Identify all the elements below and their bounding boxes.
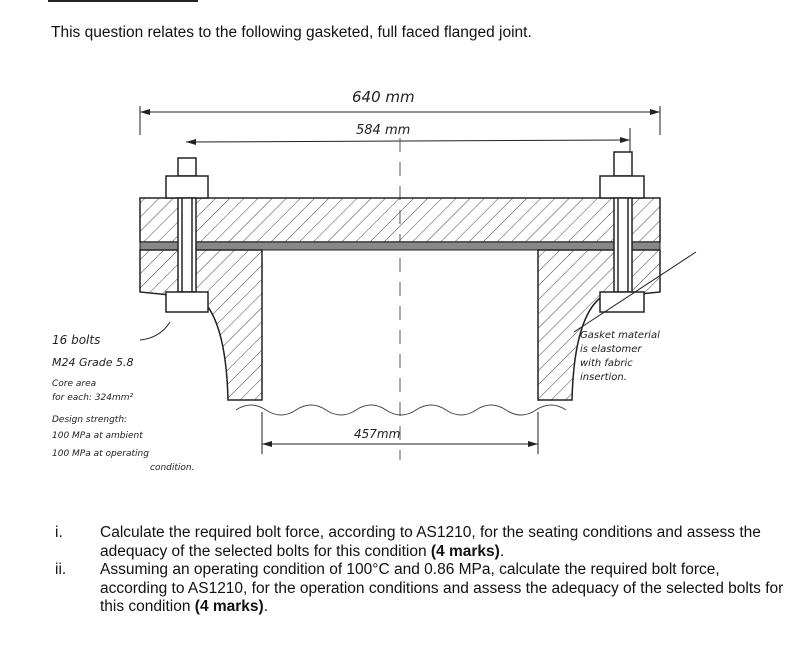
question-item: i. Calculate the required bolt force, ac… — [55, 524, 785, 561]
question-item: ii. Assuming an operating condition of 1… — [55, 561, 785, 617]
flange-left — [139, 249, 263, 401]
dim-bolt-circle-label: 584 mm — [356, 123, 410, 138]
svg-text:Gasket material: Gasket material — [580, 330, 660, 341]
gasket-leader — [573, 251, 697, 333]
gasket-notes: Gasket material is elastomer with fabric… — [580, 330, 660, 383]
svg-text:M24 Grade 5.8: M24 Grade 5.8 — [52, 356, 134, 369]
svg-text:16 bolts: 16 bolts — [52, 333, 100, 347]
dim-bore-label: 457mm — [354, 427, 400, 441]
svg-text:Design strength:: Design strength: — [52, 415, 127, 425]
dim-bolt-circle-line — [185, 128, 631, 152]
break-line — [235, 404, 567, 416]
question-text: Assuming an operating condition of 100°C… — [100, 561, 784, 615]
svg-text:100 MPa at operating: 100 MPa at operating — [52, 449, 149, 459]
flange-joint-sketch: 640 mm 584 mm — [52, 88, 697, 473]
cover-plate — [139, 197, 661, 243]
svg-text:is elastomer: is elastomer — [580, 344, 642, 355]
svg-text:Core area: Core area — [52, 379, 96, 389]
question-text: Calculate the required bolt force, accor… — [100, 524, 761, 560]
bolt-right — [599, 151, 645, 313]
question-number: ii. — [55, 561, 67, 578]
gasket — [139, 241, 661, 251]
bolt-leader — [139, 321, 171, 341]
svg-text:100 MPa at ambient: 100 MPa at ambient — [52, 431, 143, 441]
svg-text:with fabric: with fabric — [580, 358, 633, 369]
bolt-notes: 16 bolts M24 Grade 5.8 Core area for eac… — [52, 333, 194, 473]
svg-text:for each: 324mm²: for each: 324mm² — [52, 393, 134, 403]
dim-bore-line — [261, 412, 539, 454]
question-list: i. Calculate the required bolt force, ac… — [55, 524, 785, 617]
question-number: i. — [55, 524, 63, 541]
svg-text:condition.: condition. — [150, 463, 194, 473]
bolt-left — [165, 157, 209, 313]
dim-outer-label: 640 mm — [352, 88, 415, 106]
top-rule — [48, 0, 198, 2]
intro-text: This question relates to the following g… — [51, 24, 532, 41]
svg-text:insertion.: insertion. — [580, 372, 627, 383]
dim-outer-line — [139, 106, 661, 135]
